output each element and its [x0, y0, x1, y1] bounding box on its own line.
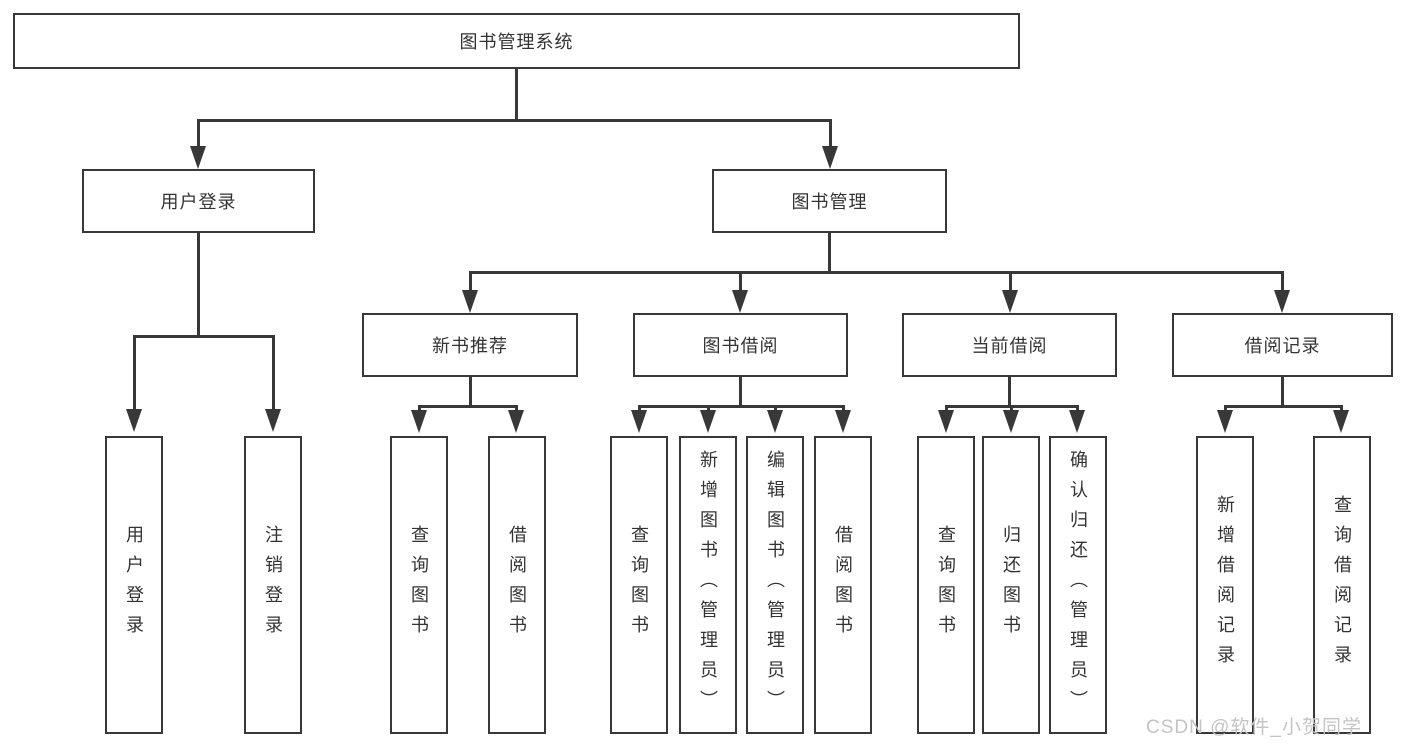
leaf-newbook-query-books-label: 查询图书 — [409, 525, 429, 645]
arrow-down-icon — [1274, 290, 1290, 313]
node-borrowing-records: 借阅记录 — [1172, 313, 1393, 377]
node-new-book-recommendation-label: 新书推荐 — [432, 336, 508, 356]
connector-stem — [1009, 271, 1012, 292]
connector-stem — [418, 405, 421, 414]
arrow-down-icon — [1069, 410, 1085, 433]
leaf-borrow-borrow-books: 借阅图书 — [814, 436, 872, 734]
arrow-down-icon — [1002, 290, 1018, 313]
connector-stem — [197, 119, 200, 148]
node-book-management-label: 图书管理 — [791, 192, 868, 212]
csdn-watermark: CSDN @软件_小贺同学 — [1146, 717, 1362, 738]
leaf-current-return-books: 归还图书 — [982, 436, 1040, 734]
node-current-borrowing: 当前借阅 — [902, 313, 1117, 377]
leaf-borrow-edit-books-admin: 编辑图书（管理员） — [746, 436, 804, 734]
connector-stem — [774, 405, 777, 414]
arrow-down-icon — [1003, 410, 1019, 433]
connector-hline — [469, 271, 1284, 274]
connector-stem — [707, 405, 710, 414]
arrow-down-icon — [1333, 410, 1349, 433]
connector-stem — [1076, 405, 1079, 414]
leaf-logout: 注销登录 — [244, 436, 302, 734]
leaf-current-query-books: 查询图书 — [917, 436, 975, 734]
arrow-down-icon — [732, 290, 748, 313]
leaf-user-login-label: 用户登录 — [124, 525, 144, 645]
connector-vline — [515, 68, 518, 121]
connector-hline — [1224, 405, 1343, 408]
connector-stem — [1010, 405, 1013, 414]
arrow-down-icon — [126, 409, 142, 432]
leaf-records-add-borrow-record-label: 新增借阅记录 — [1215, 495, 1235, 675]
arrow-down-icon — [1217, 410, 1233, 433]
node-root-label: 图书管理系统 — [459, 32, 574, 52]
connector-hline — [133, 335, 275, 338]
leaf-borrow-add-books-admin: 新增图书（管理员） — [679, 436, 737, 734]
connector-stem — [829, 119, 832, 148]
leaf-records-query-borrow-record: 查询借阅记录 — [1313, 436, 1371, 734]
node-book-management: 图书管理 — [712, 169, 947, 233]
arrow-down-icon — [462, 290, 478, 313]
connector-vline — [739, 377, 742, 407]
node-user-login-label: 用户登录 — [160, 192, 237, 212]
node-borrowing-records-label: 借阅记录 — [1244, 336, 1321, 356]
node-book-borrowing: 图书借阅 — [633, 313, 848, 377]
leaf-borrow-add-books-admin-label: 新增图书（管理员） — [698, 450, 718, 720]
arrow-down-icon — [265, 409, 281, 432]
connector-stem — [842, 405, 845, 414]
leaf-newbook-borrow-books-label: 借阅图书 — [507, 525, 527, 645]
leaf-current-return-books-label: 归还图书 — [1001, 525, 1021, 645]
connector-stem — [638, 405, 641, 414]
arrow-down-icon — [508, 410, 524, 433]
node-root: 图书管理系统 — [13, 13, 1020, 69]
connector-stem — [272, 335, 275, 411]
leaf-records-query-borrow-record-label: 查询借阅记录 — [1332, 495, 1352, 675]
arrow-down-icon — [767, 410, 783, 433]
connector-stem — [469, 271, 472, 292]
connector-stem — [739, 271, 742, 292]
leaf-user-login: 用户登录 — [105, 436, 163, 734]
leaf-newbook-borrow-books: 借阅图书 — [488, 436, 546, 734]
connector-vline — [828, 233, 831, 273]
leaf-current-confirm-return-admin: 确认归还（管理员） — [1049, 436, 1107, 734]
connector-vline — [197, 233, 200, 337]
leaf-records-add-borrow-record: 新增借阅记录 — [1196, 436, 1254, 734]
connector-hline — [418, 405, 518, 408]
arrow-down-icon — [938, 410, 954, 433]
node-current-borrowing-label: 当前借阅 — [971, 336, 1048, 356]
leaf-borrow-edit-books-admin-label: 编辑图书（管理员） — [765, 450, 785, 720]
arrow-down-icon — [631, 410, 647, 433]
arrow-down-icon — [700, 410, 716, 433]
connector-stem — [1281, 271, 1284, 292]
node-new-book-recommendation: 新书推荐 — [362, 313, 578, 377]
arrow-down-icon — [411, 410, 427, 433]
node-user-login: 用户登录 — [82, 169, 315, 233]
leaf-newbook-query-books: 查询图书 — [390, 436, 448, 734]
leaf-current-confirm-return-admin-label: 确认归还（管理员） — [1068, 450, 1088, 720]
connector-vline — [1281, 377, 1284, 407]
connector-hline — [638, 405, 845, 408]
connector-vline — [469, 377, 472, 407]
connector-stem — [1340, 405, 1343, 414]
connector-hline — [197, 119, 832, 122]
connector-stem — [1224, 405, 1227, 414]
arrow-down-icon — [190, 146, 206, 169]
leaf-borrow-query-books: 查询图书 — [610, 436, 668, 734]
connector-vline — [1008, 377, 1011, 407]
arrow-down-icon — [822, 146, 838, 169]
leaf-borrow-borrow-books-label: 借阅图书 — [833, 525, 853, 645]
connector-stem — [133, 335, 136, 411]
leaf-borrow-query-books-label: 查询图书 — [629, 525, 649, 645]
node-book-borrowing-label: 图书借阅 — [702, 336, 779, 356]
arrow-down-icon — [835, 410, 851, 433]
leaf-current-query-books-label: 查询图书 — [936, 525, 956, 645]
connector-stem — [515, 405, 518, 414]
connector-stem — [945, 405, 948, 414]
leaf-logout-label: 注销登录 — [263, 525, 283, 645]
